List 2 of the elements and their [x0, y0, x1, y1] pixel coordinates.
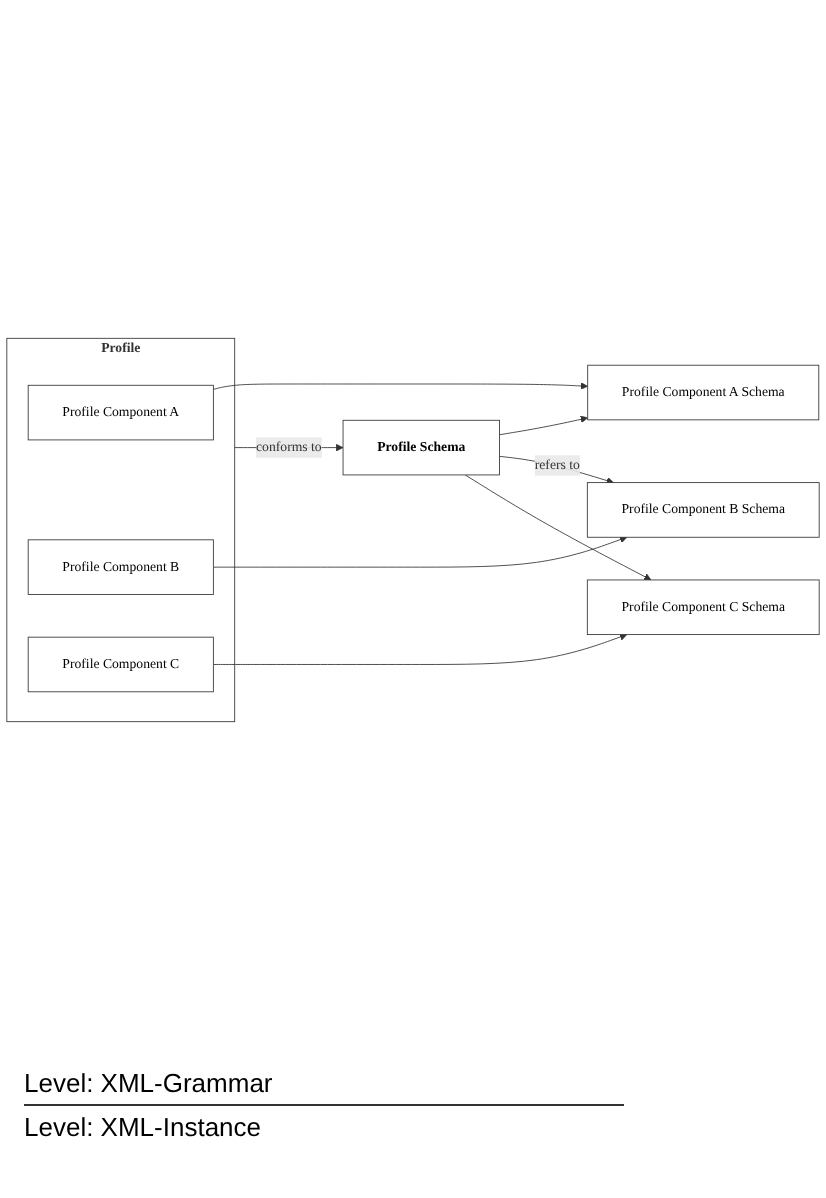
level-label: Level: XML-Grammar — [24, 1068, 275, 1098]
level-label: Level: XML-Instance — [24, 1112, 264, 1142]
